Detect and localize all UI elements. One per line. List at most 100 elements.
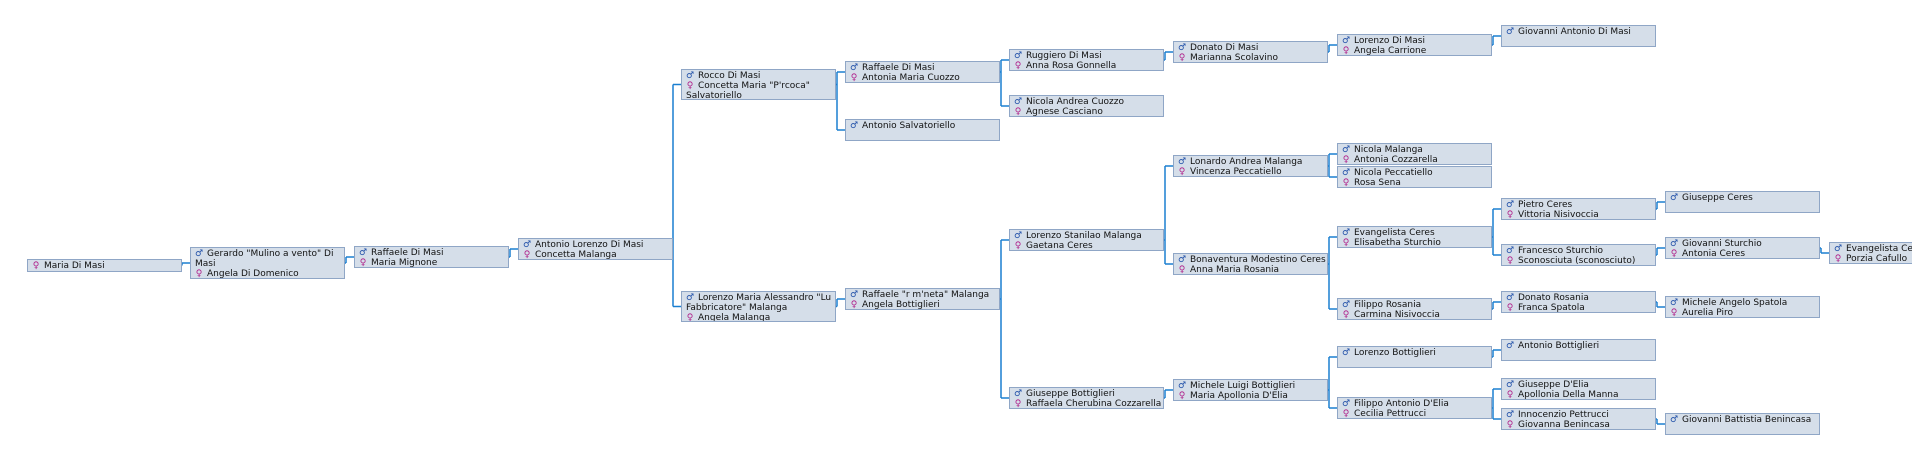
- person-node[interactable]: ♂Giovanni Antonio Di Masi: [1501, 25, 1656, 47]
- person-node[interactable]: ♂Lorenzo Bottiglieri: [1337, 346, 1492, 368]
- male-symbol-icon: ♂: [1506, 410, 1515, 420]
- person-node[interactable]: ♂Giovanni Sturchio♀Antonia Ceres: [1665, 237, 1820, 259]
- male-entry: ♂Michele Luigi Bottiglieri: [1178, 381, 1324, 391]
- person-node[interactable]: ♂Bonaventura Modestino Ceres♀Anna Maria …: [1173, 253, 1328, 275]
- person-node[interactable]: ♂Nicola Andrea Cuozzo♀Agnese Casciano: [1009, 95, 1164, 117]
- person-name: Lorenzo Bottiglieri: [1354, 348, 1436, 358]
- female-entry: ♀Vincenza Peccatiello: [1178, 167, 1324, 176]
- person-node[interactable]: ♂Pietro Ceres♀Vittoria Nisivoccia: [1501, 198, 1656, 220]
- male-entry: ♂Francesco Sturchio: [1506, 246, 1652, 256]
- person-name: Angela Bottiglieri: [862, 300, 940, 310]
- person-name: Innocenzio Pettrucci: [1518, 410, 1609, 420]
- female-symbol-icon: ♀: [1506, 303, 1514, 313]
- person-node[interactable]: ♀Maria Di Masi: [27, 259, 182, 272]
- female-entry: ♀Vittoria Nisivoccia: [1506, 210, 1652, 219]
- person-node[interactable]: ♂Antonio Lorenzo Di Masi♀Concetta Malang…: [518, 238, 673, 260]
- male-entry: ♂Lonardo Andrea Malanga: [1178, 157, 1324, 167]
- person-node[interactable]: ♂Michele Luigi Bottiglieri♀Maria Apollon…: [1173, 379, 1328, 401]
- person-node[interactable]: ♂Donato Di Masi♀Marianna Scolavino: [1173, 41, 1328, 63]
- male-entry: ♂Raffaele Di Masi: [359, 248, 505, 258]
- female-entry: ♀Elisabetha Sturchio: [1342, 238, 1488, 248]
- person-name: Giovanna Benincasa: [1518, 420, 1610, 430]
- person-node[interactable]: ♂Nicola Peccatiello♀Rosa Sena: [1337, 166, 1492, 188]
- person-name: Angela Carrione: [1354, 46, 1427, 56]
- person-node[interactable]: ♂Antonio Bottiglieri: [1501, 339, 1656, 361]
- person-name: Apollonia Della Manna: [1518, 390, 1619, 400]
- person-node[interactable]: ♂Raffaele "r m'neta" Malanga♀Angela Bott…: [845, 288, 1000, 310]
- female-entry: ♀Angela Di Domenico: [195, 269, 341, 279]
- female-entry: ♀Franca Spatola: [1506, 303, 1652, 313]
- male-symbol-icon: ♂: [1506, 246, 1515, 256]
- female-entry: ♀Rosa Sena: [1342, 178, 1488, 187]
- male-entry: ♂Nicola Malanga: [1342, 145, 1488, 155]
- male-entry: ♂Michele Angelo Spatola: [1670, 298, 1816, 308]
- male-symbol-icon: ♂: [1506, 200, 1515, 210]
- female-entry: ♀ Apollonia Della Manna: [1506, 390, 1652, 400]
- female-entry: ♀ Angela Carrione: [1342, 46, 1488, 56]
- person-node[interactable]: ♂Nicola Malanga♀Antonia Cozzarella: [1337, 143, 1492, 165]
- male-entry: ♂Lorenzo Di Masi: [1342, 36, 1488, 46]
- person-name: Giovanni Antonio Di Masi: [1518, 27, 1631, 37]
- person-name: Ruggiero Di Masi: [1026, 51, 1102, 61]
- female-symbol-icon: ♀: [1342, 310, 1350, 320]
- male-symbol-icon: ♂: [1178, 381, 1187, 391]
- person-name: Angela Malanga: [698, 313, 771, 322]
- male-entry: ♂Antonio Bottiglieri: [1506, 341, 1652, 351]
- female-entry: ♀Cecilia Pettrucci: [1342, 409, 1488, 418]
- person-node[interactable]: ♂Giuseppe Ceres: [1665, 191, 1820, 213]
- person-node[interactable]: ♂Donato Rosania♀Franca Spatola: [1501, 291, 1656, 313]
- female-entry: ♀Marianna Scolavino: [1178, 53, 1324, 62]
- person-node[interactable]: ♂Innocenzio Pettrucci♀Giovanna Benincasa: [1501, 408, 1656, 430]
- person-node[interactable]: ♂Ruggiero Di Masi♀Anna Rosa Gonnella: [1009, 49, 1164, 71]
- person-name: Porzia Cafullo: [1846, 254, 1908, 264]
- male-symbol-icon: ♂: [1506, 27, 1515, 37]
- person-node[interactable]: ♂Rocco Di Masi♀Concetta Maria "P'rcoca" …: [681, 69, 836, 100]
- female-symbol-icon: ♀: [1506, 390, 1514, 400]
- female-symbol-icon: ♀: [1342, 155, 1350, 165]
- person-node[interactable]: ♂Raffaele Di Masi♀Antonia Maria Cuozzo: [845, 61, 1000, 83]
- female-entry: ♀Anna Rosa Gonnella: [1014, 61, 1160, 71]
- person-name: Giuseppe Ceres: [1682, 193, 1753, 203]
- person-name: Giuseppe D'Elia: [1518, 380, 1589, 390]
- person-node[interactable]: ♂Giovanni Battistia Benincasa: [1665, 413, 1820, 435]
- person-name: Angela Di Domenico: [207, 269, 299, 279]
- person-node[interactable]: ♂Antonio Salvatoriello: [845, 119, 1000, 141]
- person-node[interactable]: ♂Lorenzo Di Masi♀ Angela Carrione: [1337, 34, 1492, 56]
- female-symbol-icon: ♀: [1014, 61, 1022, 71]
- male-symbol-icon: ♂: [850, 63, 859, 73]
- female-symbol-icon: ♀: [1834, 254, 1842, 264]
- female-entry: ♀Antonia Cozzarella: [1342, 155, 1488, 165]
- male-entry: ♂Giovanni Antonio Di Masi: [1506, 27, 1652, 37]
- person-node[interactable]: ♂Michele Angelo Spatola♀Aurelia Piro: [1665, 296, 1820, 318]
- person-node[interactable]: ♂Filippo Antonio D'Elia♀Cecilia Pettrucc…: [1337, 397, 1492, 419]
- person-name: Evangelista Ceres: [1846, 244, 1912, 254]
- female-entry: ♀Maria Apollonia D'Elia: [1178, 391, 1324, 400]
- male-entry: ♂Innocenzio Pettrucci: [1506, 410, 1652, 420]
- person-node[interactable]: ♂Lorenzo Stanilao Malanga♀Gaetana Ceres: [1009, 229, 1164, 251]
- person-name: Nicola Andrea Cuozzo: [1026, 97, 1125, 107]
- female-entry: ♀Anna Maria Rosania: [1178, 265, 1324, 274]
- male-symbol-icon: ♂: [1670, 193, 1679, 203]
- person-node[interactable]: ♂Lorenzo Maria Alessandro "Lu Fabbricato…: [681, 291, 836, 322]
- person-node[interactable]: ♂Gerardo "Mulino a vento" Di Masi♀Angela…: [190, 247, 345, 279]
- person-name: Gerardo "Mulino a vento" Di Masi: [195, 249, 334, 269]
- male-symbol-icon: ♂: [1342, 348, 1351, 358]
- person-node[interactable]: ♂Evangelista Ceres♀Porzia Cafullo: [1829, 242, 1912, 264]
- person-name: Concetta Malanga: [535, 250, 617, 260]
- female-symbol-icon: ♀: [1342, 46, 1350, 56]
- person-node[interactable]: ♂Giuseppe D'Elia♀Apollonia Della Manna: [1501, 378, 1656, 400]
- person-node[interactable]: ♂Raffaele Di Masi♀Maria Mignone: [354, 246, 509, 268]
- male-entry: ♂Giuseppe D'Elia: [1506, 380, 1652, 390]
- person-node[interactable]: ♂Giuseppe Bottiglieri♀Raffaela Cherubina…: [1009, 387, 1164, 409]
- male-entry: ♂Antonio Lorenzo Di Masi: [523, 240, 669, 250]
- person-node[interactable]: ♂Lonardo Andrea Malanga♀Vincenza Peccati…: [1173, 155, 1328, 177]
- person-node[interactable]: ♂Evangelista Ceres♀Elisabetha Sturchio: [1337, 226, 1492, 248]
- male-entry: ♂Evangelista Ceres: [1342, 228, 1488, 238]
- male-symbol-icon: ♂: [1506, 380, 1515, 390]
- person-node[interactable]: ♂Filippo Rosania♀Carmina Nisivoccia: [1337, 298, 1492, 320]
- male-symbol-icon: ♂: [1342, 300, 1351, 310]
- male-entry: ♂Nicola Peccatiello: [1342, 168, 1488, 178]
- person-node[interactable]: ♂Francesco Sturchio♀Sconosciuta (sconosc…: [1501, 244, 1656, 266]
- male-symbol-icon: ♂: [1342, 168, 1351, 178]
- female-symbol-icon: ♀: [1342, 238, 1350, 248]
